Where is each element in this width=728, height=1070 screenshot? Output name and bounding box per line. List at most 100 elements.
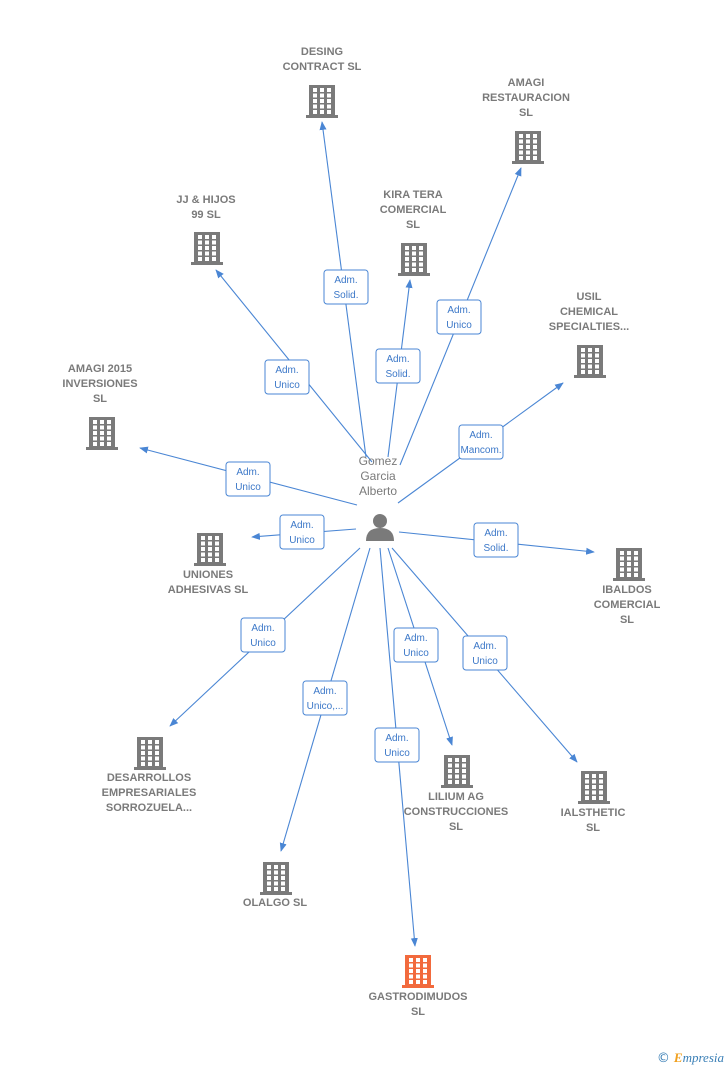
role-text: Adm.: [386, 354, 409, 365]
role-text: Solid.: [385, 369, 410, 380]
company-name-line: SL: [519, 107, 533, 119]
role-badge-uniones-adhesivas[interactable]: Adm. Unico: [279, 514, 325, 550]
company-label-ialsthetic[interactable]: IALSTHETIC SL: [561, 807, 626, 834]
company-label-amagi-restauracion[interactable]: AMAGI RESTAURACION SL: [482, 77, 570, 119]
person-name-line: Gomez: [359, 454, 398, 468]
role-text: Solid.: [483, 543, 508, 554]
role-text: Adm.: [385, 733, 408, 744]
company-name-line: OLALGO SL: [243, 897, 307, 909]
role-text: Adm.: [334, 275, 357, 286]
company-label-kira-tera[interactable]: KIRA TERA COMERCIAL SL: [380, 189, 447, 231]
company-name-line: CONSTRUCCIONES: [404, 806, 509, 818]
role-badge-olalgo[interactable]: Adm. Unico,...: [302, 680, 348, 716]
brand-name: mpresia: [682, 1050, 724, 1065]
company-name-line: SL: [449, 821, 463, 833]
role-text: Unico: [235, 482, 261, 493]
role-text: Adm.: [473, 641, 496, 652]
building-icon-desing-contract[interactable]: [306, 85, 338, 118]
role-text: Unico: [403, 648, 429, 659]
company-label-desarrollos-empresariales[interactable]: DESARROLLOSEMPRESARIALESSORROZUELA...: [102, 772, 197, 814]
role-badge-gastrodimudos[interactable]: Adm. Unico: [374, 727, 420, 763]
role-text: Adm.: [484, 528, 507, 539]
company-label-jj-hijos[interactable]: JJ & HIJOS 99 SL: [176, 194, 235, 221]
role-badge-amagi-restauracion[interactable]: Adm. Unico: [436, 299, 482, 335]
company-label-olalgo[interactable]: OLALGO SL: [243, 897, 307, 909]
role-text: Unico: [384, 748, 410, 759]
role-text: Unico: [446, 320, 472, 331]
role-badge-desarrollos-empresariales[interactable]: Adm. Unico: [240, 617, 286, 653]
role-text: Unico: [289, 535, 315, 546]
role-badge-amagi-2015[interactable]: Adm. Unico: [225, 461, 271, 497]
company-name-line: SL: [620, 614, 634, 626]
company-name-line: RESTAURACION: [482, 92, 570, 104]
building-icon-jj-hijos[interactable]: [191, 232, 223, 265]
company-name-line: IBALDOS: [602, 584, 652, 596]
person-name-line: Garcia: [360, 469, 396, 483]
person-name-line: Alberto: [359, 484, 397, 498]
role-text: Adm.: [404, 633, 427, 644]
company-label-desing-contract[interactable]: DESING CONTRACT SL: [283, 46, 362, 73]
company-name-line: KIRA TERA: [383, 189, 443, 201]
copyright-symbol: ©: [656, 1051, 670, 1066]
company-name-line: SPECIALTIES...: [549, 321, 629, 333]
company-name-line: SL: [406, 219, 420, 231]
company-name-line: JJ & HIJOS: [176, 194, 235, 206]
company-name-line: CONTRACT SL: [283, 61, 362, 73]
company-name-line: INVERSIONES: [62, 378, 137, 390]
brand-initial: E: [673, 1050, 683, 1065]
role-text: Unico,...: [307, 701, 344, 712]
role-badge-lilium-ag[interactable]: Adm. Unico: [393, 627, 439, 663]
building-icon-amagi-restauracion[interactable]: [512, 131, 544, 164]
company-name-line: COMERCIAL: [380, 204, 447, 216]
role-text: Adm.: [447, 305, 470, 316]
company-name-line: AMAGI: [508, 77, 545, 89]
building-icon-desarrollos-empresariales[interactable]: [134, 737, 166, 770]
company-name-line: DESARROLLOS: [107, 772, 191, 784]
building-icon-usil-chemical[interactable]: [574, 345, 606, 378]
role-badge-jj-hijos[interactable]: Adm. Unico: [264, 359, 310, 395]
building-icon-lilium-ag[interactable]: [441, 755, 473, 788]
company-name-line: LILIUM AG: [428, 791, 484, 803]
role-badge-desing-contract[interactable]: Adm. Solid.: [323, 269, 369, 305]
building-icon-olalgo[interactable]: [260, 862, 292, 895]
company-name-line: DESING: [301, 46, 343, 58]
person-icon[interactable]: [366, 514, 394, 541]
role-badge-ibaldos-comercial[interactable]: Adm. Solid.: [473, 522, 519, 558]
role-text: Adm.: [313, 686, 336, 697]
company-name-line: 99 SL: [191, 209, 221, 221]
company-name-line: GASTRODIMUDOS: [369, 991, 468, 1003]
building-icon-ibaldos-comercial[interactable]: [613, 548, 645, 581]
role-badge-usil-chemical[interactable]: Adm.Mancom.: [458, 424, 504, 460]
company-label-usil-chemical[interactable]: USILCHEMICALSPECIALTIES...: [549, 291, 629, 333]
role-text: Adm.: [275, 365, 298, 376]
role-text: Unico: [250, 638, 276, 649]
role-text: Adm.: [236, 467, 259, 478]
building-icon-gastrodimudos[interactable]: [402, 955, 434, 988]
company-name-line: SL: [586, 822, 600, 834]
company-name-line: IALSTHETIC: [561, 807, 626, 819]
company-label-lilium-ag[interactable]: LILIUM AG CONSTRUCCIONES SL: [404, 791, 509, 833]
role-badge-kira-tera[interactable]: Adm. Solid.: [375, 348, 421, 384]
building-icon-kira-tera[interactable]: [398, 243, 430, 276]
brand-watermark: ©Empresia: [657, 1050, 724, 1066]
company-label-ibaldos-comercial[interactable]: IBALDOS COMERCIAL SL: [594, 584, 661, 626]
company-name-line: COMERCIAL: [594, 599, 661, 611]
role-text: Adm.: [290, 520, 313, 531]
role-text: Unico: [274, 380, 300, 391]
building-icon-amagi-2015[interactable]: [86, 417, 118, 450]
role-text: Mancom.: [460, 445, 501, 456]
building-icon-ialsthetic[interactable]: [578, 771, 610, 804]
company-name-line: EMPRESARIALES: [102, 787, 197, 799]
building-icon-uniones-adhesivas[interactable]: [194, 533, 226, 566]
role-text: Adm.: [251, 623, 274, 634]
role-text: Solid.: [333, 290, 358, 301]
company-name-line: CHEMICAL: [560, 306, 618, 318]
role-badge-ialsthetic[interactable]: Adm.Unico: [462, 635, 508, 671]
company-name-line: UNIONES: [183, 569, 233, 581]
